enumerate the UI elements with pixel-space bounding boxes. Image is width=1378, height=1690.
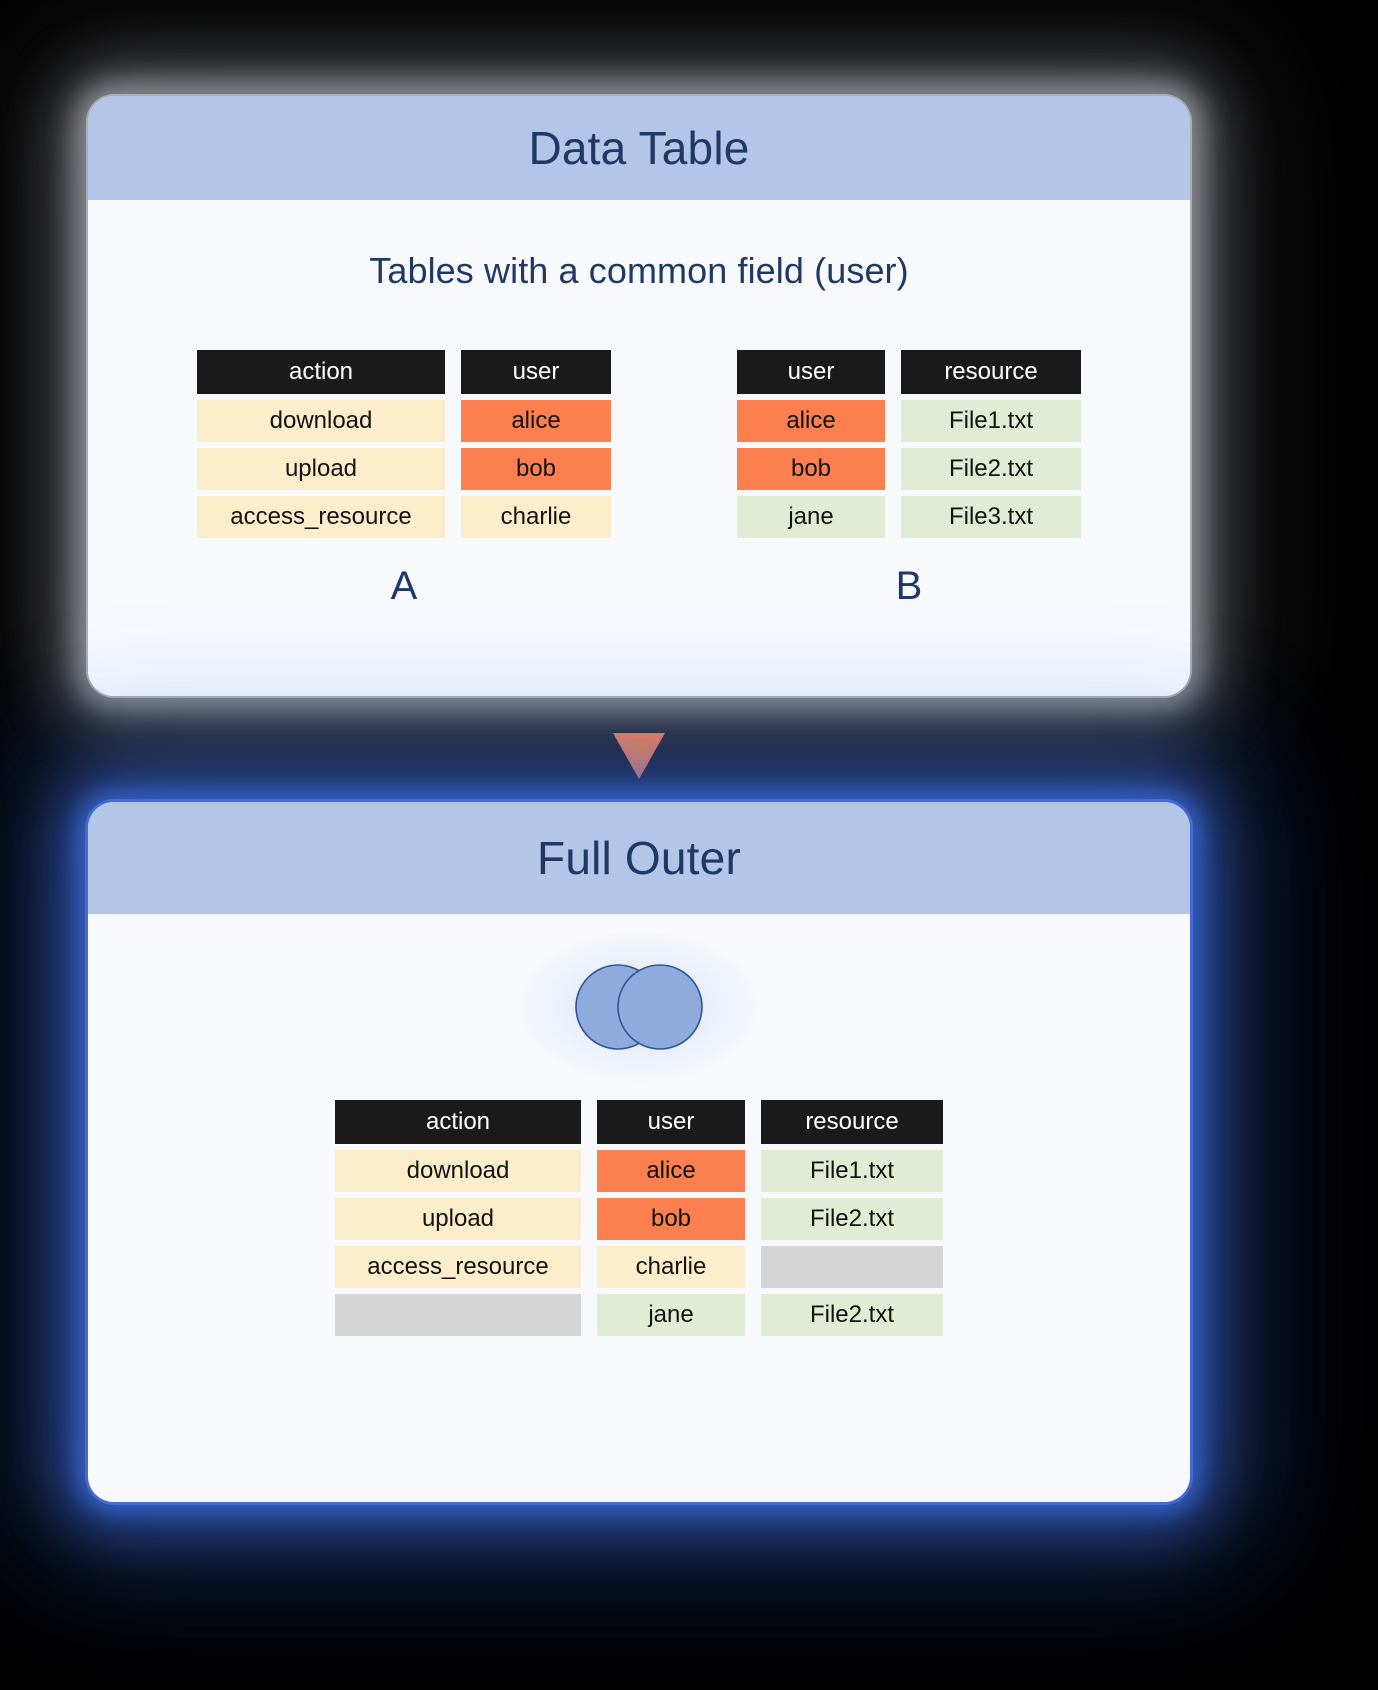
table-cell: File2.txt: [901, 448, 1081, 490]
table-cell: bob: [597, 1198, 745, 1240]
table-cell: File2.txt: [761, 1198, 943, 1240]
column-header: action: [197, 350, 445, 394]
table-a: action download upload access_resource u…: [197, 350, 611, 609]
column-user: user alice bob jane: [737, 350, 885, 538]
column-resource: resource File1.txt File2.txt File3.txt: [901, 350, 1081, 538]
table-cell-null: [761, 1246, 943, 1288]
subtitle: Tables with a common field (user): [369, 250, 909, 291]
column-header: resource: [901, 350, 1081, 394]
table-cell: upload: [335, 1198, 581, 1240]
triangle-down-icon: [613, 733, 665, 779]
table-cell: alice: [461, 400, 611, 442]
table-cell: File1.txt: [901, 400, 1081, 442]
table-cell-null: [335, 1294, 581, 1336]
full-outer-panel: Full Outer action download upload access…: [88, 802, 1190, 1502]
table-cell: File2.txt: [761, 1294, 943, 1336]
table-a-columns: action download upload access_resource u…: [197, 350, 611, 538]
column-action: action download upload access_resource: [335, 1100, 581, 1336]
table-b-label: B: [895, 564, 923, 608]
result-table: action download upload access_resource u…: [88, 1100, 1190, 1336]
table-cell: bob: [461, 448, 611, 490]
page-title: Data Table: [528, 122, 750, 174]
table-b: user alice bob jane resource File1.txt F…: [737, 350, 1081, 609]
table-b-columns: user alice bob jane resource File1.txt F…: [737, 350, 1081, 538]
column-header: user: [737, 350, 885, 394]
table-a-label: A: [390, 564, 418, 608]
table-cell: File1.txt: [761, 1150, 943, 1192]
column-user: user alice bob charlie: [461, 350, 611, 538]
venn-full-outer-icon: [575, 964, 703, 1050]
full-outer-panel-header: Full Outer: [88, 802, 1190, 914]
result-table-columns: action download upload access_resource u…: [335, 1100, 943, 1336]
column-header: action: [335, 1100, 581, 1144]
data-table-panel-header: Data Table: [88, 96, 1190, 200]
table-cell: download: [335, 1150, 581, 1192]
table-cell: jane: [737, 496, 885, 538]
column-action: action download upload access_resource: [197, 350, 445, 538]
column-resource: resource File1.txt File2.txt File2.txt: [761, 1100, 943, 1336]
column-header: user: [461, 350, 611, 394]
column-header: resource: [761, 1100, 943, 1144]
venn-diagram-wrap: [88, 932, 1190, 1082]
column-header: user: [597, 1100, 745, 1144]
column-user: user alice bob charlie jane: [597, 1100, 745, 1336]
table-cell: bob: [737, 448, 885, 490]
table-cell: access_resource: [335, 1246, 581, 1288]
table-cell: charlie: [597, 1246, 745, 1288]
table-cell: alice: [597, 1150, 745, 1192]
data-table-panel-body: Tables with a common field (user) action…: [88, 200, 1190, 696]
join-type-title: Full Outer: [537, 832, 741, 884]
full-outer-panel-body: action download upload access_resource u…: [88, 932, 1190, 1502]
table-cell: download: [197, 400, 445, 442]
source-tables-row: action download upload access_resource u…: [88, 350, 1190, 609]
table-cell: jane: [597, 1294, 745, 1336]
data-table-panel: Data Table Tables with a common field (u…: [88, 96, 1190, 696]
table-cell: alice: [737, 400, 885, 442]
table-cell: charlie: [461, 496, 611, 538]
table-cell: upload: [197, 448, 445, 490]
table-cell: File3.txt: [901, 496, 1081, 538]
table-cell: access_resource: [197, 496, 445, 538]
